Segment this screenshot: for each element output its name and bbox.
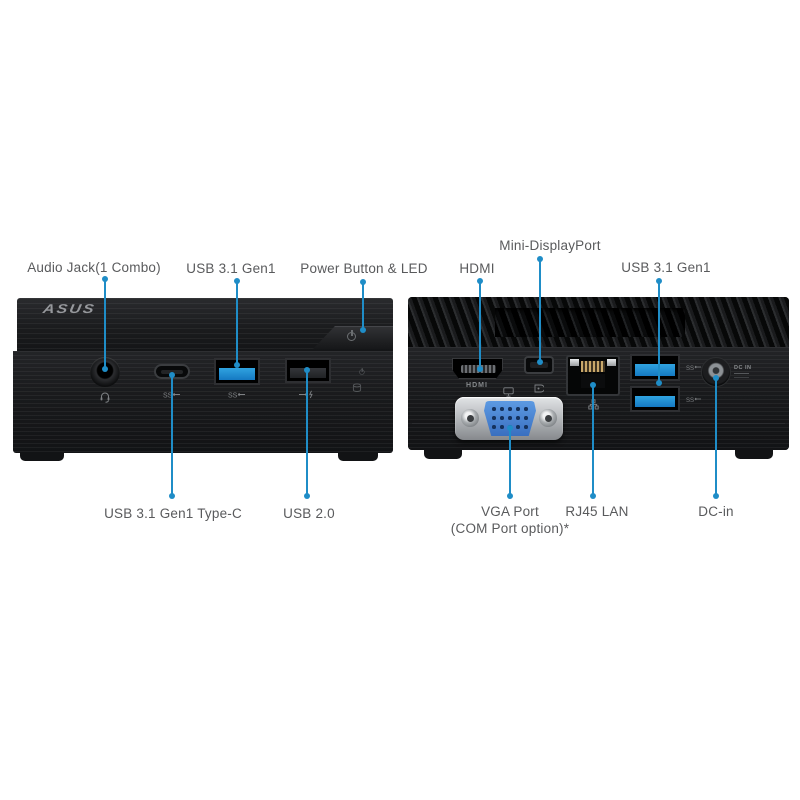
svg-text:SS: SS	[163, 393, 173, 400]
leader-line-audio-jack	[104, 278, 106, 370]
displayport-icon	[534, 384, 544, 393]
hdmi-port-label: HDMI	[466, 382, 488, 389]
svg-text:SS: SS	[686, 398, 694, 403]
rear-foot-left	[424, 450, 462, 459]
usb-ss-icon: SS	[686, 363, 702, 371]
usb-ss-icon: SS	[163, 390, 181, 399]
usb-3-port-rear-top	[630, 354, 680, 381]
front-foot-left	[20, 453, 64, 461]
power-icon	[347, 330, 358, 341]
callout-label-usb31-rear: USB 3.1 Gen1	[621, 260, 711, 275]
callout-label-dc-in: DC-in	[698, 504, 734, 519]
leader-line-power-button	[362, 281, 364, 331]
callout-label-hdmi: HDMI	[459, 261, 495, 276]
screw-post-icon	[539, 409, 557, 427]
svg-text:SS: SS	[686, 366, 694, 371]
vga-port	[455, 397, 563, 440]
dc-in-spec-line	[734, 373, 749, 378]
callout-label-rj45: RJ45 LAN	[565, 504, 629, 519]
leader-line-hdmi	[479, 280, 481, 370]
callout-label-audio-jack: Audio Jack(1 Combo)	[27, 260, 161, 275]
leader-line-mini-displayport	[539, 258, 541, 363]
monitor-icon	[503, 387, 514, 397]
callout-label-usb31-front: USB 3.1 Gen1	[186, 261, 276, 276]
power-button	[313, 326, 393, 349]
rear-foot-right	[735, 450, 773, 459]
leader-line-rj45	[592, 384, 594, 497]
usb-ss-icon: SS	[686, 395, 702, 403]
dc-in-port-label: DC IN	[734, 365, 752, 371]
led-indicator-icon	[359, 368, 366, 375]
screw-post-icon	[461, 409, 479, 427]
leader-line-usb31-rear	[658, 280, 660, 384]
usb-3-port-rear-bottom	[630, 386, 680, 412]
front-panel-face	[13, 351, 393, 453]
vent-grille	[408, 297, 789, 347]
headset-icon	[99, 391, 111, 403]
callout-label-usb-c: USB 3.1 Gen1 Type-C	[104, 506, 242, 521]
panel-seam	[412, 423, 785, 424]
callout-label-usb2: USB 2.0	[283, 506, 335, 521]
leader-line-usb31-front	[236, 280, 238, 366]
svg-text:SS: SS	[228, 393, 238, 400]
callout-label-vga-option: (COM Port option)*	[450, 521, 570, 536]
callout-label-power-button: Power Button & LED	[300, 261, 428, 276]
asus-logo: ASUS	[41, 302, 97, 317]
front-foot-right	[338, 453, 378, 461]
hdd-indicator-icon	[352, 383, 362, 393]
vent-recess	[495, 308, 685, 337]
leader-line-usb-c	[171, 374, 173, 497]
callout-label-mini-displayport: Mini-DisplayPort	[499, 238, 601, 253]
usb-2-port	[285, 358, 331, 383]
leader-line-usb2	[306, 369, 308, 497]
leader-line-vga	[509, 427, 511, 497]
front-panel-lid: ASUS	[17, 298, 393, 353]
callout-label-vga: VGA Port	[481, 504, 539, 519]
usb-ss-icon: SS	[228, 390, 246, 399]
leader-line-dc-in	[715, 377, 717, 497]
